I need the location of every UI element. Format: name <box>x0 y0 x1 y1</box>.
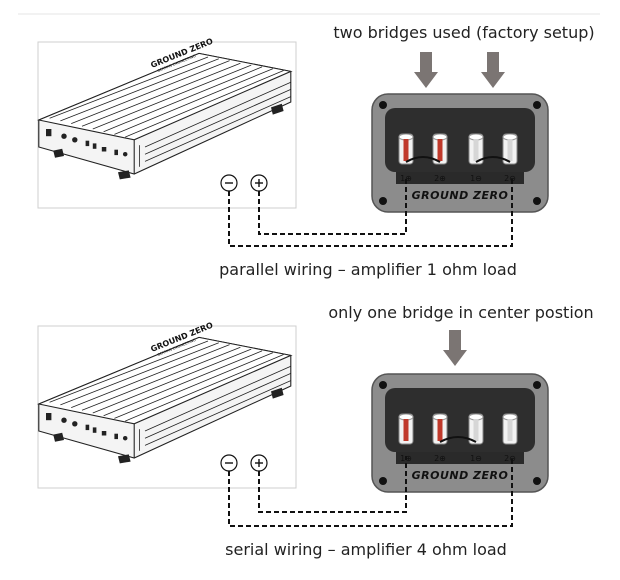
bottom-wiring-caption: serial wiring – amplifier 4 ohm load <box>225 540 507 559</box>
terminal-label: 1⊕ <box>400 174 412 183</box>
top-terminal-block: 1⊕ 2⊕ 1⊖ 2⊖ GROUND ZERO <box>371 93 549 213</box>
terminal-label: 1⊖ <box>470 454 482 463</box>
bottom-amplifier-panel: GROUND ZERO GERMAN ENGINEERING <box>37 321 297 489</box>
top-wiring-caption: parallel wiring – amplifier 1 ohm load <box>219 260 517 279</box>
terminal-label: 2⊕ <box>434 454 446 463</box>
bottom-terminal-block: 1⊕ 2⊕ 1⊖ 2⊖ GROUND ZERO <box>371 373 549 493</box>
top-arrow-caption: two bridges used (factory setup) <box>333 23 594 42</box>
terminal-brand: GROUND ZERO <box>412 469 509 482</box>
bridge-plus <box>405 156 441 163</box>
terminal-label: 1⊖ <box>470 174 482 183</box>
arrow-down-icon <box>481 52 505 88</box>
terminal-brand: GROUND ZERO <box>412 189 509 202</box>
bottom-arrow-caption: only one bridge in center postion <box>328 303 593 322</box>
top-wiring <box>228 176 513 247</box>
bridge-center <box>439 436 477 443</box>
terminal-label: 2⊕ <box>434 174 446 183</box>
arrow-down-icon <box>414 52 438 88</box>
bridge-minus <box>475 156 511 163</box>
terminal-post-2-minus <box>502 413 518 445</box>
arrow-down-icon <box>443 330 467 366</box>
terminal-label: 2⊖ <box>504 174 516 183</box>
terminal-label: 2⊖ <box>504 454 516 463</box>
terminal-post-1-plus <box>398 413 414 445</box>
bottom-wiring <box>228 456 513 527</box>
